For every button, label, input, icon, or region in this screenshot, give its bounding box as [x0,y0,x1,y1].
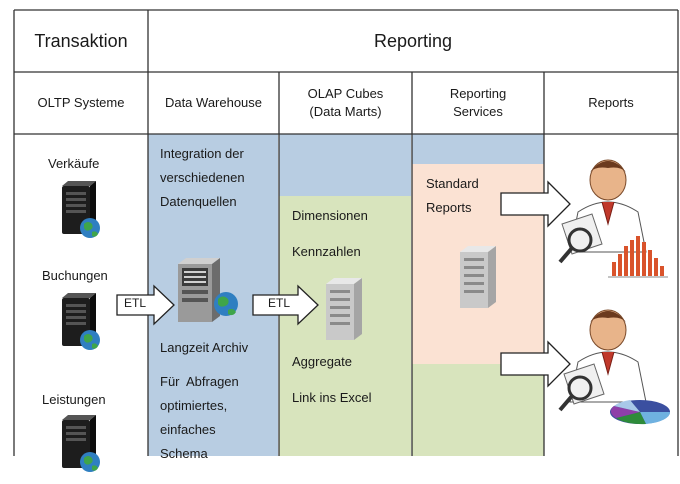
report-arrow-top [500,180,571,228]
server-globe-icon [62,293,100,350]
etl-arrow-2 [252,284,319,326]
report-arrow-bottom [500,340,571,388]
olap-top-bg [279,134,411,196]
reporting-server-icon [460,246,496,308]
olap-header-line1: OLAP Cubes [307,86,384,101]
warehouse-server-icon [178,258,238,322]
server-globe-icon [62,181,100,238]
etl-label-1: ETL [124,296,147,310]
report-user-bar-chart-icon [558,159,668,278]
rs-header-line1: Reporting [449,86,507,101]
dwh-archive-label: Langzeit Archiv [160,340,249,355]
dwh-query-line: Für Abfragen [160,374,239,389]
reports-header: Reports [588,95,634,110]
etl-label-2: ETL [268,296,291,310]
etl-arrow-1 [116,284,175,326]
dwh-query-line: optimiertes, [160,398,228,413]
dwh-intro-line: Datenquellen [160,194,237,209]
source-leistungen-label: Leistungen [42,392,106,407]
olap-header-line2: (Data Marts) [309,104,382,119]
oltp-header: OLTP Systeme [37,95,125,110]
olap-measures: Kennzahlen [292,244,361,259]
server-globe-icon [62,415,100,472]
rs-top-bg [412,134,544,164]
dwh-query-line: Schema [160,446,208,461]
dwh-header: Data Warehouse [164,95,263,110]
dwh-query-line: einfaches [160,422,216,437]
source-buchungen-label: Buchungen [42,268,108,283]
dwh-intro: Integration der verschiedenen Datenquell… [160,142,245,214]
standard-reports-line: Reports [426,200,472,215]
dwh-intro-line: Integration der [160,146,244,161]
olap-header: OLAP Cubes (Data Marts) [279,72,412,134]
olap-server-icon [326,278,362,340]
olap-excel-link: Link ins Excel [292,390,372,405]
olap-aggregates: Aggregate [292,354,352,369]
standard-reports-line: Standard [426,176,479,191]
reporting-services-header: Reporting Services [412,72,544,134]
rs-header-line2: Services [453,104,503,119]
transaktion-header: Transaktion [34,30,128,51]
standard-reports-label: Standard Reports [426,172,479,220]
report-user-pie-chart-icon [558,309,671,425]
olap-dimensions: Dimensionen [292,208,368,223]
dwh-intro-line: verschiedenen [160,170,245,185]
rs-bottom-bg [412,364,544,456]
dwh-query-text: Für Abfragen optimiertes, einfaches Sche… [160,370,239,466]
source-verkaeufe-label: Verkäufe [48,156,100,171]
reporting-header: Reporting [373,30,453,51]
